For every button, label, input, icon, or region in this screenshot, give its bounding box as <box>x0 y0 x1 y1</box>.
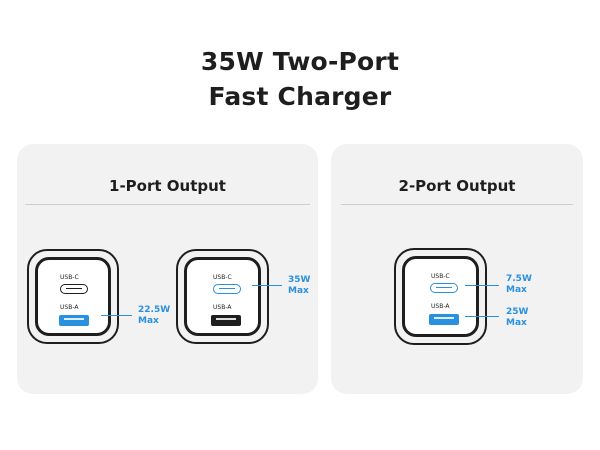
charger-usb-c-only: USB-C USB-A <box>176 249 269 344</box>
power-callout-22-5w: 22.5W Max <box>138 305 170 327</box>
two-port-heading: 2-Port Output <box>398 177 516 195</box>
power-value: 35W <box>288 275 311 285</box>
power-max-label: Max <box>138 316 159 326</box>
usb-c-port-icon-active <box>213 284 241 294</box>
usb-c-port-icon <box>60 284 88 294</box>
page-title: 35W Two-Port Fast Charger <box>0 44 600 114</box>
usb-a-label: USB-A <box>60 304 79 311</box>
power-callout-25w: 25W Max <box>506 307 528 329</box>
title-line-1: 35W Two-Port <box>200 47 400 76</box>
callout-line <box>252 285 282 286</box>
usb-a-label: USB-A <box>213 304 232 311</box>
power-max-label: Max <box>506 318 527 328</box>
charger-usb-a-only: USB-C USB-A <box>27 249 119 344</box>
one-port-panel: 1-Port Output USB-C USB-A 22.5W Max USB-… <box>17 144 318 394</box>
one-port-heading: 1-Port Output <box>109 177 226 195</box>
callout-line <box>101 315 132 316</box>
callout-line <box>465 316 499 317</box>
usb-c-label: USB-C <box>60 274 79 281</box>
power-callout-35w: 35W Max <box>288 275 310 297</box>
charger-both-ports: USB-C USB-A <box>394 248 487 345</box>
power-max-label: Max <box>288 286 309 296</box>
power-max-label: Max <box>506 285 527 295</box>
power-value: 25W <box>506 307 529 317</box>
callout-line <box>465 285 499 286</box>
power-value: 22.5W <box>138 305 171 315</box>
usb-a-port-icon <box>211 315 241 326</box>
usb-c-label: USB-C <box>431 273 450 280</box>
usb-c-port-icon-active <box>430 283 458 293</box>
usb-a-port-icon-active <box>429 314 459 325</box>
power-value: 7.5W <box>506 274 532 284</box>
usb-a-port-icon-active <box>59 315 89 326</box>
usb-a-label: USB-A <box>431 303 450 310</box>
two-port-divider <box>341 204 573 205</box>
power-callout-7-5w: 7.5W Max <box>506 274 532 296</box>
usb-c-label: USB-C <box>213 274 232 281</box>
one-port-divider <box>25 204 310 205</box>
title-line-2: Fast Charger <box>208 82 392 111</box>
two-port-panel: 2-Port Output USB-C USB-A 7.5W Max 25W M… <box>331 144 583 394</box>
